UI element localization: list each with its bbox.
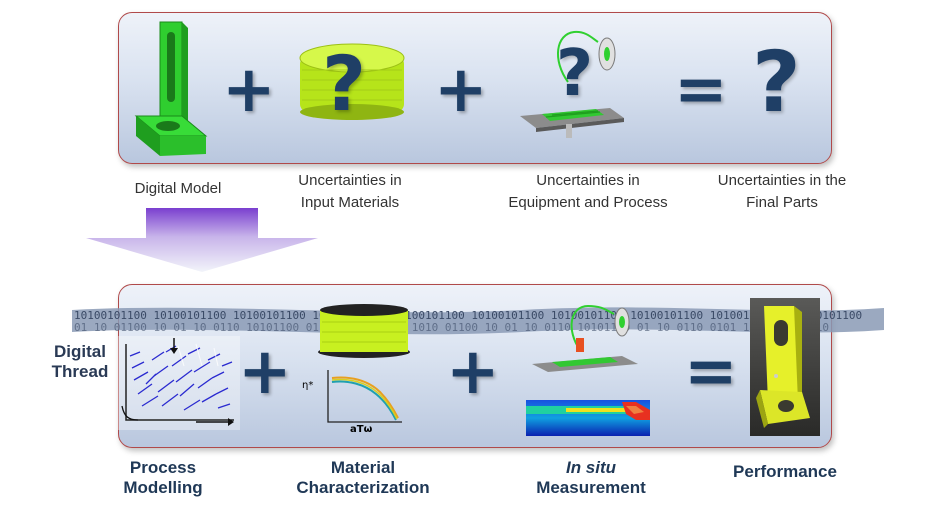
caption-digital-model: Digital Model	[108, 178, 248, 200]
viscosity-axis-label-y: η*	[302, 380, 313, 391]
bottom-plus-2: +	[446, 340, 500, 404]
caption-process-modelling: Process Modelling	[98, 458, 228, 498]
equipment-question-mark: ?	[556, 42, 593, 106]
filament-spool-photo-icon	[316, 302, 412, 358]
caption-equipment-process: Uncertainties in Equipment and Process	[488, 170, 688, 214]
top-equals: =	[674, 58, 728, 122]
viscosity-axis-label-x: aTω	[350, 424, 372, 435]
bottom-plus-1: +	[238, 340, 292, 404]
printer-insitu-icon	[526, 300, 646, 372]
digital-model-part-icon	[130, 18, 210, 158]
caption-insitu-measurement: In situ Measurement	[516, 458, 666, 498]
thermal-image-icon	[526, 400, 650, 436]
top-plus-2: +	[434, 58, 488, 122]
printed-part-icon	[750, 298, 820, 436]
performance-photo	[750, 298, 820, 436]
bottom-equals: =	[684, 340, 738, 404]
materials-question-mark: ?	[322, 46, 366, 122]
top-plus-1: +	[222, 58, 276, 122]
down-arrow-icon	[84, 208, 320, 274]
caption-performance: Performance	[710, 462, 860, 482]
caption-material-characterization: Material Characterization	[278, 458, 448, 498]
digital-thread-label: Digital Thread	[40, 342, 120, 382]
process-model-flowfield-icon	[118, 336, 240, 430]
final-parts-question-mark: ?	[752, 40, 801, 124]
caption-final-parts: Uncertainties in the Final Parts	[692, 170, 872, 214]
